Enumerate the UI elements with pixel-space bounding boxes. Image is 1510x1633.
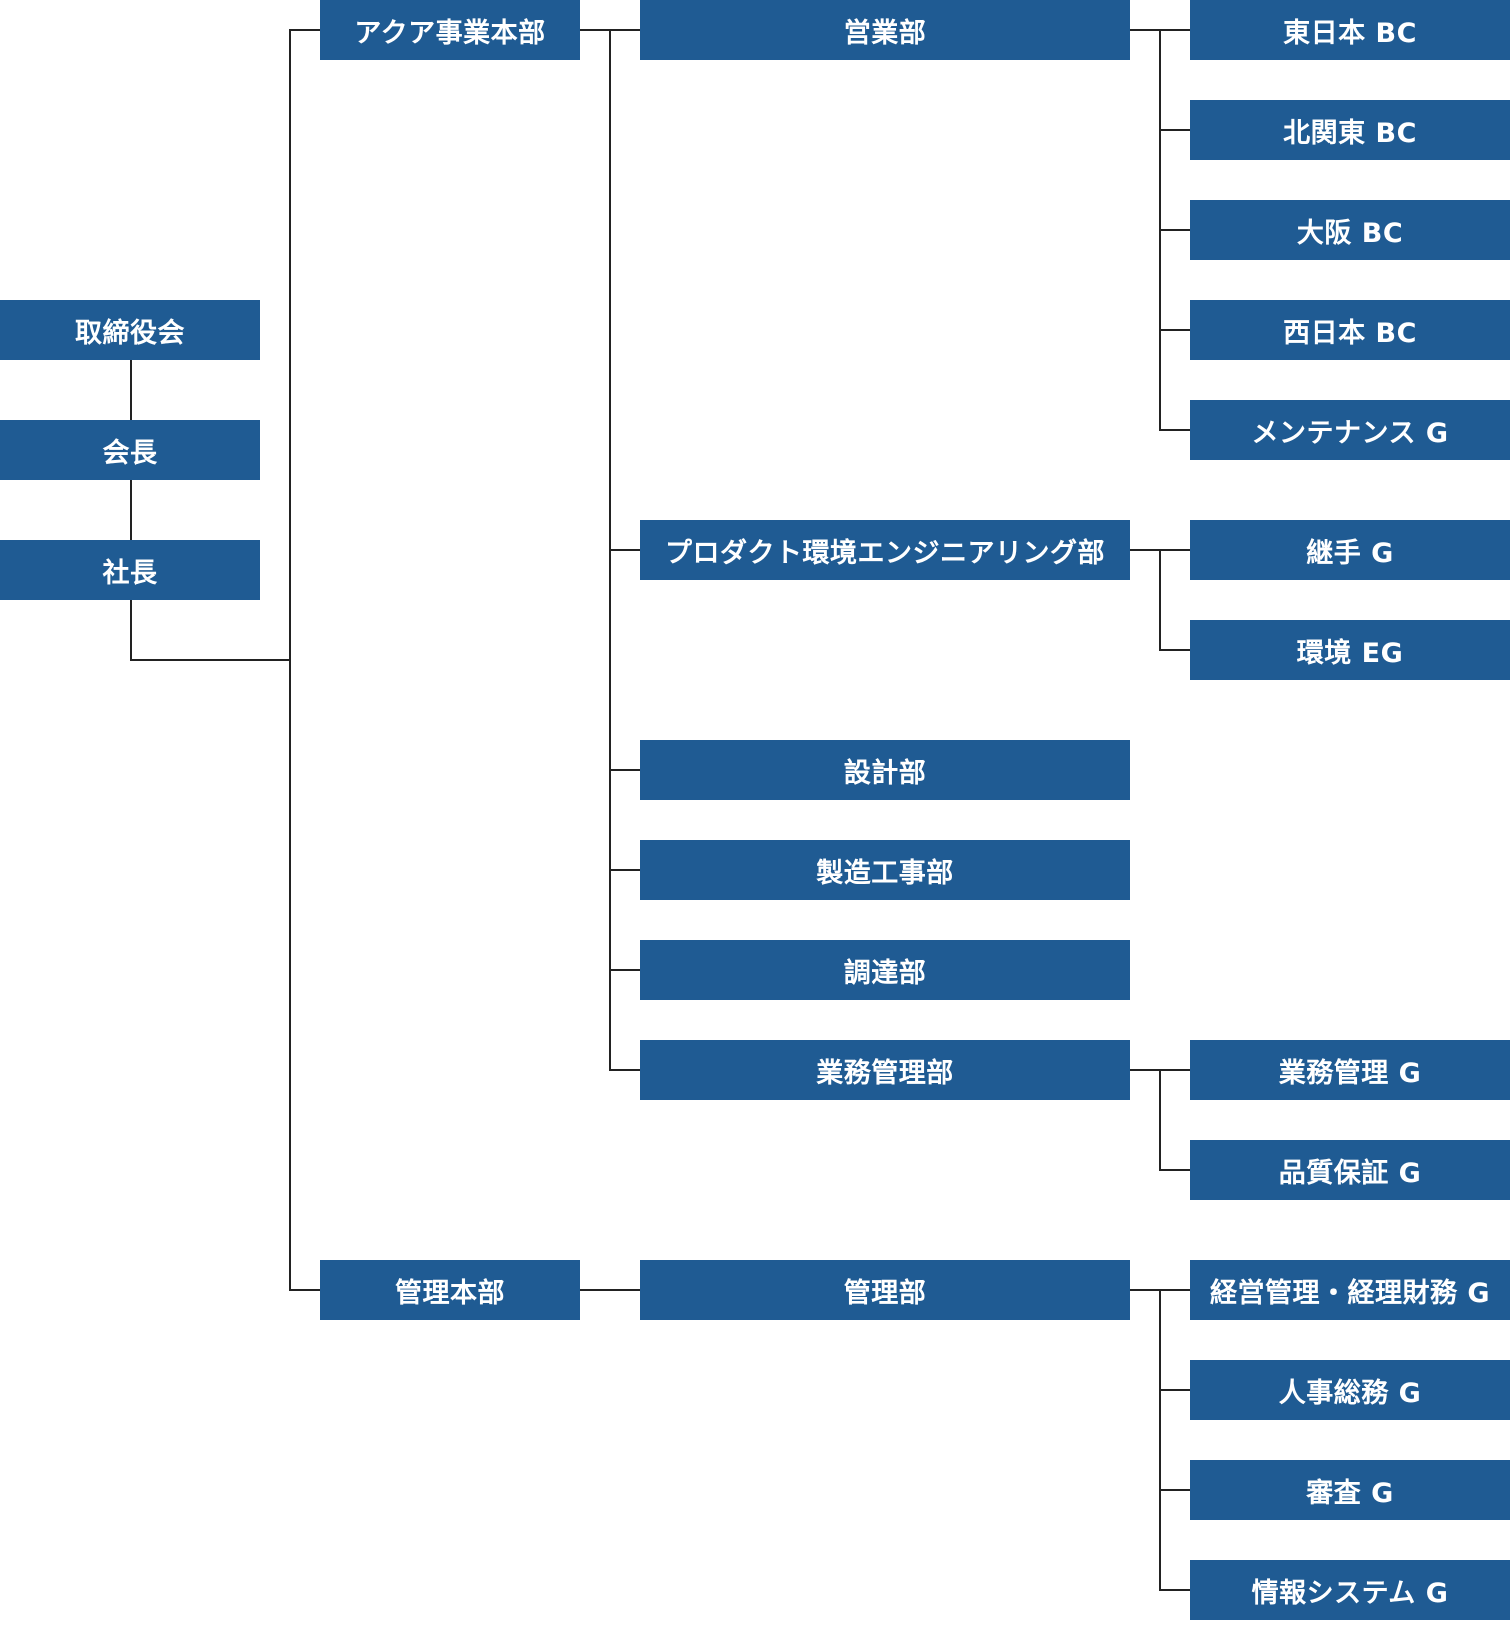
connector-business-mgmt-trunk (1159, 1070, 1161, 1170)
node-group-corporate-finance: 経営管理・経理財務 G (1190, 1260, 1510, 1320)
node-president: 社長 (0, 540, 260, 600)
node-business-mgmt-dept: 業務管理部 (640, 1040, 1130, 1100)
connector-to-maintenance (1159, 429, 1190, 431)
connector-hq-trunk (289, 30, 291, 1290)
connector-president-right (130, 659, 291, 661)
connector-product-env-trunk (1159, 550, 1161, 650)
connector-sales-out (1130, 29, 1161, 31)
node-group-east-japan: 東日本 BC (1190, 0, 1510, 60)
connector-to-business-mgmt-g (1159, 1069, 1190, 1071)
connector-to-procurement (609, 969, 640, 971)
connector-to-info-systems (1159, 1589, 1190, 1591)
node-group-quality-assurance: 品質保証 G (1190, 1140, 1510, 1200)
node-group-west-japan: 西日本 BC (1190, 300, 1510, 360)
node-admin-hq: 管理本部 (320, 1260, 580, 1320)
node-procurement-dept: 調達部 (640, 940, 1130, 1000)
node-group-info-systems: 情報システム G (1190, 1560, 1510, 1620)
connector-admin-dept-out (1130, 1289, 1161, 1291)
connector-to-aqua-hq (289, 29, 320, 31)
node-admin-dept: 管理部 (640, 1260, 1130, 1320)
connector-to-design (609, 769, 640, 771)
connector-to-north-kanto (1159, 129, 1190, 131)
connector-to-business-mgmt (609, 1069, 640, 1071)
node-group-business-mgmt: 業務管理 G (1190, 1040, 1510, 1100)
connector-to-osaka (1159, 229, 1190, 231)
connector-to-quality-assurance (1159, 1169, 1190, 1171)
connector-to-audit (1159, 1489, 1190, 1491)
node-aqua-hq: アクア事業本部 (320, 0, 580, 60)
connector-admin-dept-trunk (1159, 1290, 1161, 1590)
node-sales-dept: 営業部 (640, 0, 1130, 60)
node-product-env-dept: プロダクト環境エンジニアリング部 (640, 520, 1130, 580)
connector-president-down (130, 600, 132, 660)
node-group-audit: 審査 G (1190, 1460, 1510, 1520)
connector-to-sales (609, 29, 640, 31)
node-group-fittings: 継手 G (1190, 520, 1510, 580)
node-chairman: 会長 (0, 420, 260, 480)
connector-to-product-env (609, 549, 640, 551)
node-group-north-kanto: 北関東 BC (1190, 100, 1510, 160)
node-group-osaka: 大阪 BC (1190, 200, 1510, 260)
connector-to-fittings (1159, 549, 1190, 551)
connector-admin-hq-to-admin-dept (580, 1289, 640, 1291)
node-manufacturing-dept: 製造工事部 (640, 840, 1130, 900)
connector-to-admin-hq (289, 1289, 320, 1291)
connector-business-mgmt-out (1130, 1069, 1161, 1071)
connector-to-east-japan (1159, 29, 1190, 31)
connector-to-corporate-finance (1159, 1289, 1190, 1291)
connector-to-hr-general (1159, 1389, 1190, 1391)
connector-to-manufacturing (609, 869, 640, 871)
connector-board-chairman (130, 360, 132, 420)
node-group-env-eg: 環境 EG (1190, 620, 1510, 680)
node-board: 取締役会 (0, 300, 260, 360)
connector-to-west-japan (1159, 329, 1190, 331)
node-group-hr-general: 人事総務 G (1190, 1360, 1510, 1420)
node-group-maintenance: メンテナンス G (1190, 400, 1510, 460)
connector-product-env-out (1130, 549, 1161, 551)
connector-to-env-eg (1159, 649, 1190, 651)
connector-aqua-hq-out (580, 29, 611, 31)
connector-chairman-president (130, 480, 132, 540)
node-design-dept: 設計部 (640, 740, 1130, 800)
